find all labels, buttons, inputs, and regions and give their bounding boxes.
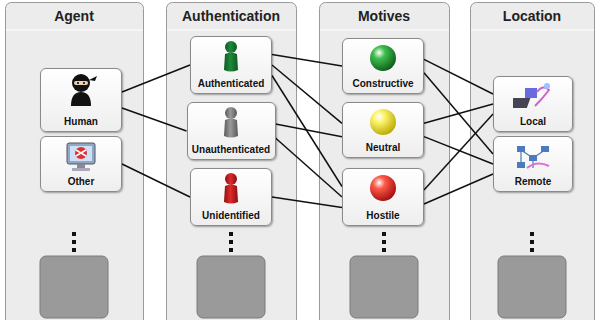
connector-line bbox=[424, 104, 493, 123]
pawn-icon bbox=[211, 172, 251, 206]
ellipsis-dot bbox=[229, 248, 233, 252]
ellipsis-dot bbox=[229, 240, 233, 244]
ball-icon bbox=[363, 106, 403, 140]
ellipsis-dot bbox=[72, 248, 76, 252]
ellipsis-dot bbox=[530, 248, 534, 252]
connector-line bbox=[424, 59, 493, 94]
panel-background bbox=[320, 3, 450, 320]
option-box: Remote bbox=[493, 136, 573, 192]
option-box: Unidentified bbox=[190, 168, 272, 226]
ellipsis-dot bbox=[530, 232, 534, 236]
connector-line bbox=[276, 124, 343, 137]
option-label: Remote bbox=[494, 176, 572, 187]
remote-icon bbox=[513, 140, 553, 174]
ellipsis-dot bbox=[382, 240, 386, 244]
option-box: Authenticated bbox=[190, 36, 272, 94]
ball-icon bbox=[363, 172, 403, 206]
pawn-icon bbox=[211, 106, 251, 140]
panel-divider bbox=[167, 30, 296, 31]
placeholder-box bbox=[498, 256, 566, 318]
connector-line bbox=[424, 73, 493, 154]
ellipsis-dot bbox=[72, 240, 76, 244]
panel-background bbox=[471, 3, 595, 320]
ellipsis-dot bbox=[229, 232, 233, 236]
connector-line bbox=[122, 164, 190, 197]
connector-line bbox=[272, 65, 342, 123]
option-label: Other bbox=[41, 176, 121, 187]
connector-line bbox=[424, 174, 493, 204]
panel-background bbox=[167, 3, 297, 320]
option-label: Constructive bbox=[343, 78, 423, 89]
option-box: Local bbox=[493, 76, 573, 132]
panel-heading: Motives bbox=[319, 8, 449, 24]
connector-line bbox=[272, 76, 342, 187]
ellipsis-dot bbox=[382, 232, 386, 236]
panel-heading: Authentication bbox=[166, 8, 296, 24]
connector-line bbox=[276, 138, 343, 197]
panel-divider bbox=[6, 30, 143, 31]
option-box: Human bbox=[40, 68, 122, 132]
option-label: Local bbox=[494, 116, 572, 127]
option-box: Other bbox=[40, 136, 122, 192]
option-label: Authenticated bbox=[191, 78, 271, 89]
option-box: Unauthenticated bbox=[187, 102, 276, 160]
connector-line bbox=[122, 65, 190, 92]
category-panel: AgentHumanOther bbox=[5, 2, 143, 320]
ellipsis-dot bbox=[530, 240, 534, 244]
panel-divider bbox=[471, 30, 594, 31]
option-label: Unidentified bbox=[191, 210, 271, 221]
option-label: Neutral bbox=[343, 142, 423, 153]
option-box: Constructive bbox=[342, 38, 424, 94]
panel-heading: Location bbox=[470, 8, 594, 24]
ball-icon bbox=[363, 42, 403, 76]
option-box: Neutral bbox=[342, 102, 424, 158]
category-panel: AuthenticationAuthenticatedUnauthenticat… bbox=[166, 2, 296, 320]
local-icon bbox=[513, 80, 553, 114]
option-label: Unauthenticated bbox=[188, 144, 275, 155]
ninja-icon bbox=[61, 72, 101, 106]
category-panel: MotivesConstructiveNeutralHostile bbox=[319, 2, 449, 320]
ellipsis-dot bbox=[382, 248, 386, 252]
connector-line bbox=[122, 108, 187, 131]
connector-line bbox=[272, 197, 342, 208]
placeholder-box bbox=[350, 256, 418, 318]
connector-line bbox=[424, 137, 493, 164]
ellipsis-dot bbox=[72, 232, 76, 236]
placeholder-box bbox=[197, 256, 265, 318]
panel-background bbox=[6, 3, 144, 320]
panel-heading: Agent bbox=[5, 8, 143, 24]
monitor-icon bbox=[61, 140, 101, 174]
connector-line bbox=[272, 55, 342, 67]
option-label: Hostile bbox=[343, 210, 423, 221]
option-label: Human bbox=[41, 116, 121, 127]
panel-divider bbox=[320, 30, 449, 31]
pawn-icon bbox=[211, 40, 251, 74]
option-box: Hostile bbox=[342, 168, 424, 226]
category-panel: LocationLocalRemote bbox=[470, 2, 594, 320]
placeholder-box bbox=[40, 256, 108, 318]
